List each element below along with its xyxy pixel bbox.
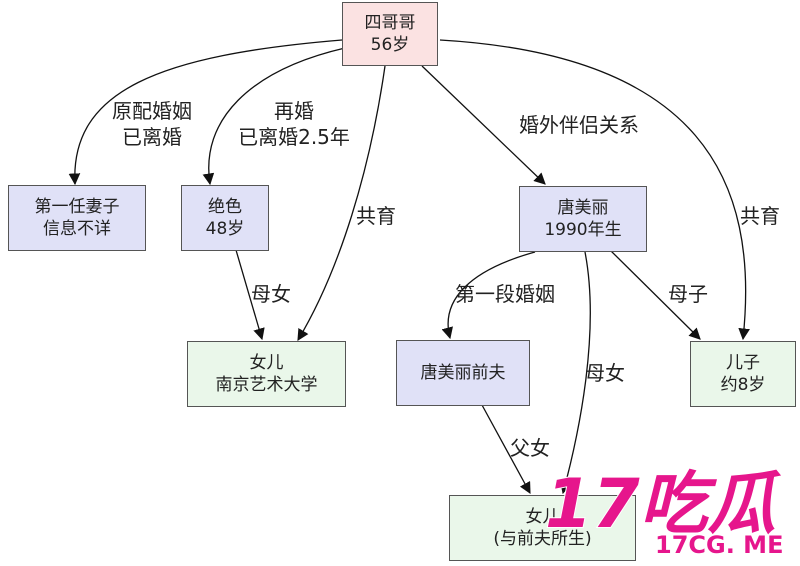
- node-son-age: 约8岁: [720, 375, 766, 395]
- node-first-wife: 第一任妻子 信息不详: [8, 185, 146, 251]
- label-mother-daughter-left: 母女: [251, 282, 291, 306]
- edge-father-daughter: [481, 404, 531, 495]
- node-si-ge-ge-name: 四哥哥: [364, 13, 416, 33]
- label-original-marriage-line1: 原配婚姻: [112, 99, 192, 123]
- node-son: 儿子 约8岁: [690, 341, 796, 407]
- edge-original-marriage: [68, 39, 343, 186]
- node-tang-ex-husband: 唐美丽前夫: [396, 340, 530, 406]
- edge-co-raise-left: [297, 65, 386, 342]
- node-si-ge-ge-age: 56岁: [370, 35, 410, 55]
- label-co-raise-left: 共育: [356, 204, 396, 228]
- edge-affair: [421, 65, 546, 185]
- node-first-wife-name: 第一任妻子: [34, 197, 120, 217]
- node-tang-meili-name: 唐美丽: [557, 198, 609, 218]
- watermark-url-text: 17CG. ME: [655, 531, 783, 559]
- edge-mother-son: [609, 249, 701, 340]
- node-daughter-2: 女儿 (与前夫所生): [449, 495, 636, 561]
- edge-mother-daughter-right: [560, 251, 591, 495]
- label-first-marriage: 第一段婚姻: [455, 282, 555, 306]
- label-original-marriage-line2: 已离婚: [122, 125, 182, 149]
- label-father-daughter: 父女: [510, 436, 550, 460]
- label-remarriage-line1: 再婚: [274, 99, 314, 123]
- node-jue-se-age: 48岁: [205, 219, 245, 239]
- edge-remarriage: [202, 47, 346, 186]
- edge-mother-daughter-left: [235, 249, 265, 341]
- node-daughter-2-note: (与前夫所生): [493, 529, 592, 549]
- node-tang-ex-husband-name: 唐美丽前夫: [420, 363, 506, 383]
- label-remarriage-line2: 已离婚2.5年: [238, 125, 350, 149]
- node-son-role: 儿子: [726, 353, 760, 373]
- node-jue-se: 绝色 48岁: [181, 185, 269, 251]
- node-daughter-2-role: 女儿: [525, 507, 560, 527]
- node-daughter-1-role: 女儿: [249, 353, 284, 373]
- watermark-logo-text: 17吃瓜: [545, 465, 782, 544]
- label-mother-daughter-right: 母女: [585, 361, 625, 385]
- node-si-ge-ge: 四哥哥 56岁: [342, 2, 438, 66]
- node-daughter-1-school: 南京艺术大学: [215, 375, 318, 395]
- label-original-marriage: 原配婚姻 已离婚: [92, 98, 212, 150]
- label-co-raise-right: 共育: [740, 204, 780, 228]
- node-daughter-1: 女儿 南京艺术大学: [187, 341, 346, 407]
- watermark-logo: 17吃瓜 17CG. ME: [544, 455, 795, 560]
- node-jue-se-name: 绝色: [208, 197, 242, 217]
- label-remarriage: 再婚 已离婚2.5年: [214, 98, 374, 150]
- edge-co-raise-right: [439, 39, 750, 341]
- node-first-wife-info: 信息不详: [43, 219, 111, 239]
- label-mother-son: 母子: [668, 282, 708, 306]
- node-tang-meili: 唐美丽 1990年生: [519, 186, 647, 252]
- edge-first-marriage: [441, 251, 536, 340]
- node-tang-meili-birth: 1990年生: [544, 220, 622, 240]
- label-affair: 婚外伴侣关系: [519, 113, 639, 137]
